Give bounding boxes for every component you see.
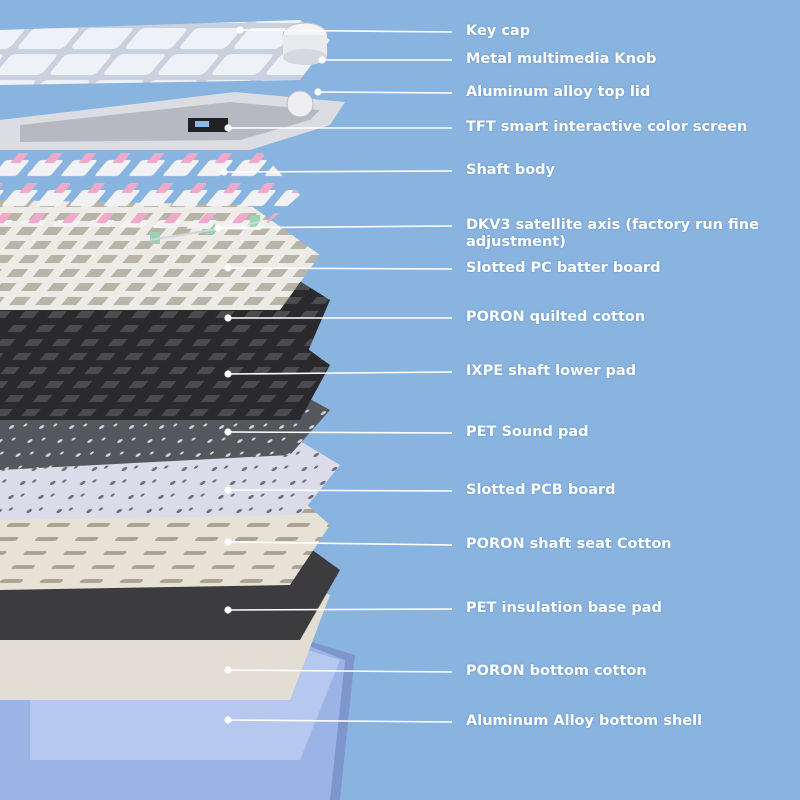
callout-label-slotted-pc-batter-board: Slotted PC batter board [466,260,661,276]
layer-aluminum-alloy-top-lid [0,90,345,150]
layer-shaft-body [0,135,300,230]
callout-label-aluminum-alloy-bottom-shell: Aluminum Alloy bottom shell [466,713,703,729]
callout-label-shaft-body: Shaft body [466,162,556,178]
callout-label-aluminum-alloy-top-lid: Aluminum alloy top lid [466,84,651,100]
callout-label-slotted-pcb-board: Slotted PCB board [466,482,616,498]
callout-label-pet-sound-pad: PET Sound pad [466,424,589,440]
callout-label-dkv3-satellite-axis: DKV3 satellite axis (factory run fine ad… [466,217,759,250]
callout-label-key-cap: Key cap [466,23,531,39]
callout-label-tft-smart-interactive-color-screen: TFT smart interactive color screen [466,119,748,135]
callout-label-poron-bottom-cotton: PORON bottom cotton [466,663,647,679]
callout-label-metal-multimedia-knob: Metal multimedia Knob [466,51,657,67]
callout-label-poron-quilted-cotton: PORON quilted cotton [466,309,646,325]
layer-key-cap [0,20,330,85]
callout-label-ixpe-shaft-lower-pad: IXPE shaft lower pad [466,363,637,379]
callout-label-poron-shaft-seat-cotton: PORON shaft seat Cotton [466,536,672,552]
callout-label-pet-insulation-base-pad: PET insulation base pad [466,600,662,616]
